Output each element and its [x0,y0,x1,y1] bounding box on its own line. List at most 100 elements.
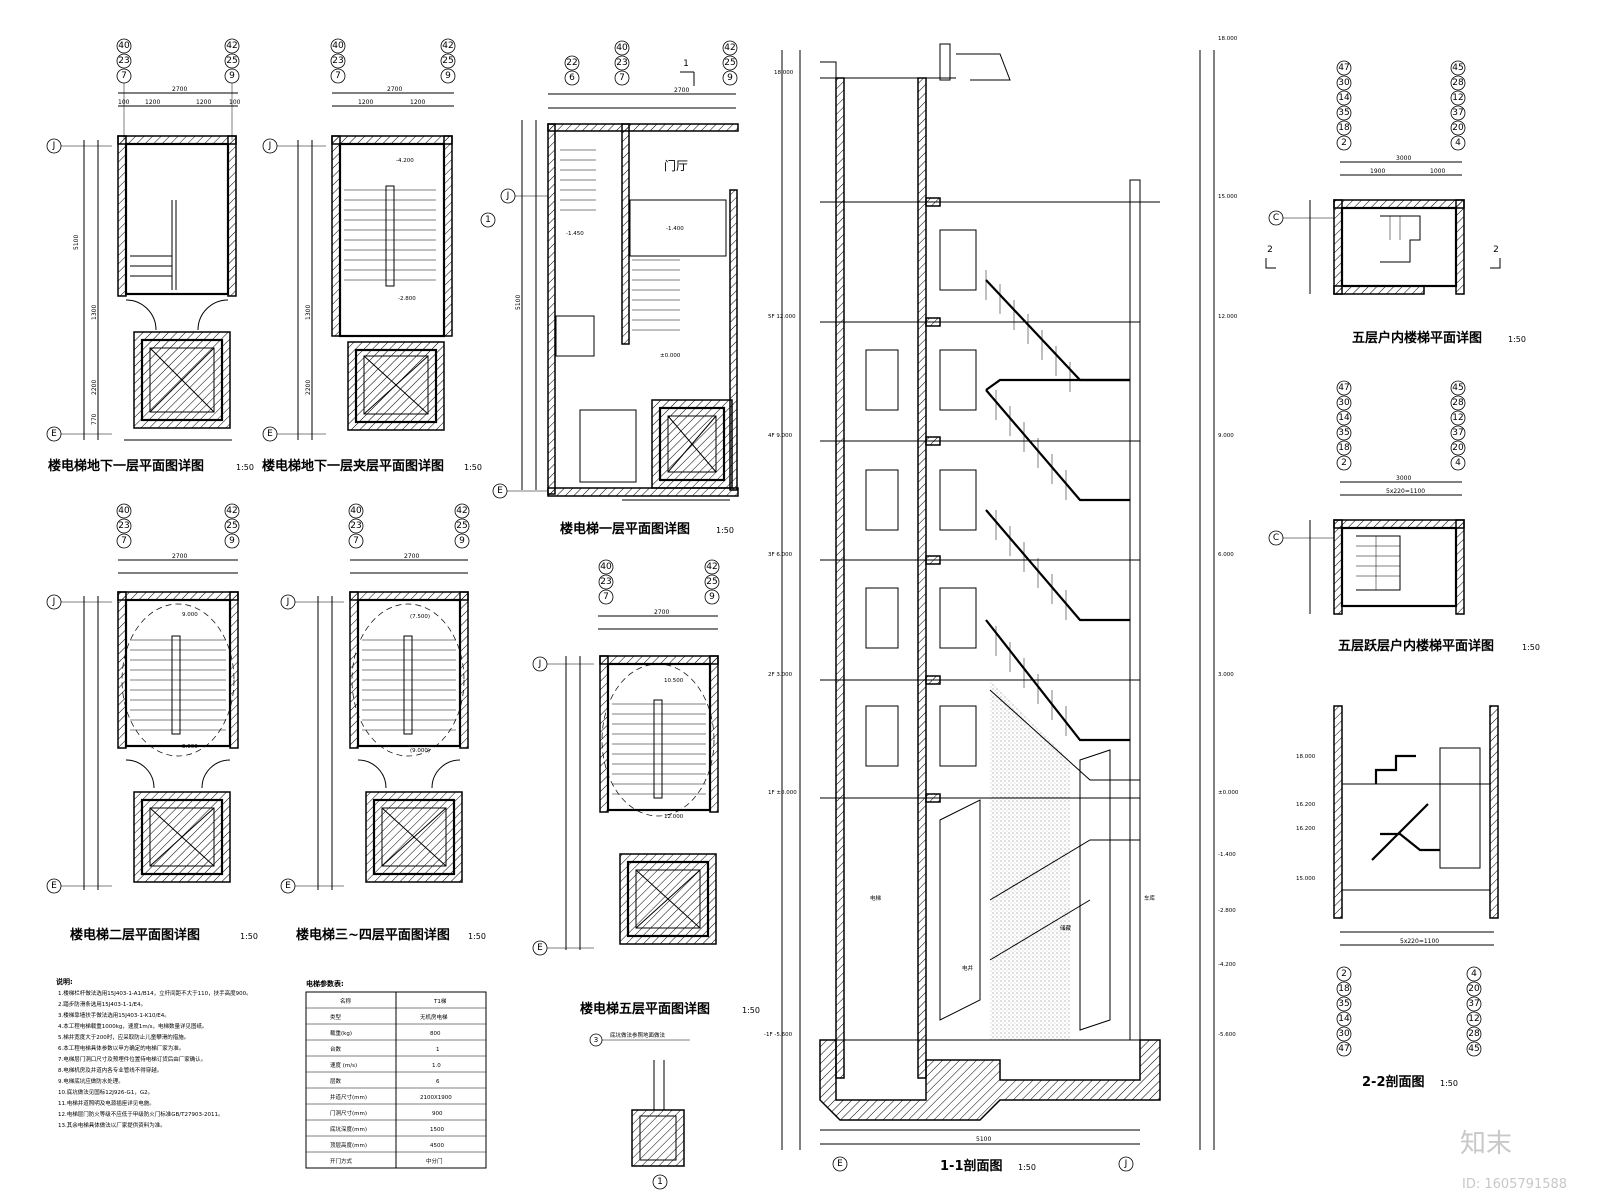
svg-text:47: 47 [1338,1044,1349,1054]
plan-3-4f: 40 23 7 42 25 9 2700 J E (7.500) (9.000) [280,503,486,943]
svg-text:E: E [51,881,57,891]
level-labels-right: 18.000 15.000 12.000 9.000 6.000 3.000 ±… [1218,36,1239,1038]
svg-text:储藏: 储藏 [1060,924,1072,932]
svg-text:18: 18 [1338,443,1350,453]
svg-text:12: 12 [1468,1014,1479,1024]
svg-text:说明:: 说明: [56,977,73,986]
svg-text:5100: 5100 [976,1136,991,1143]
svg-text:28: 28 [1452,78,1464,88]
svg-text:2700: 2700 [172,86,187,93]
svg-text:1.楼梯栏杆做法选用15J403-1-A1/B14，立杆间距: 1.楼梯栏杆做法选用15J403-1-A1/B14，立杆间距不大于110，扶手高… [58,989,252,997]
svg-text:14: 14 [1338,1014,1350,1024]
svg-text:23: 23 [118,56,129,66]
svg-text:9: 9 [727,73,733,83]
svg-text:电梯: 电梯 [870,894,882,902]
svg-text:6.000: 6.000 [1218,552,1234,558]
svg-text:1:50: 1:50 [464,463,482,472]
svg-text:J: J [268,141,272,151]
svg-text:12.000: 12.000 [664,814,684,820]
svg-text:18: 18 [1338,984,1350,994]
svg-text:E: E [837,1159,843,1169]
svg-text:-1.450: -1.450 [566,231,584,237]
svg-text:1:50: 1:50 [1018,1163,1036,1172]
svg-text:800: 800 [430,1031,441,1037]
svg-text:车库: 车库 [1144,894,1156,902]
svg-text:18.000: 18.000 [1218,36,1238,42]
svg-text:9: 9 [229,536,235,546]
watermark-logo: 知末 [1460,1129,1512,1159]
svg-text:45: 45 [1468,1044,1479,1054]
svg-text:6.本工程电梯具体参数以甲方确定的电梯厂家为准。: 6.本工程电梯具体参数以甲方确定的电梯厂家为准。 [58,1044,184,1052]
svg-text:9: 9 [459,536,465,546]
elevator-doors [865,229,977,767]
svg-text:-1F -5.600: -1F -5.600 [764,1032,793,1038]
plan-5f: 40 23 7 42 25 9 2700 J E 10.500 12.000 楼… [532,559,760,1017]
svg-text:20: 20 [1468,984,1480,994]
svg-text:45: 45 [1452,63,1463,73]
svg-text:速度 (m/s): 速度 (m/s) [330,1061,357,1069]
stair-1f-upper [560,149,596,211]
svg-text:2700: 2700 [654,609,669,616]
svg-text:40: 40 [350,506,362,516]
svg-text:7: 7 [353,536,359,546]
stair-treads-34f [362,639,456,731]
svg-text:8.电梯机房及井道内各专业管线不得穿越。: 8.电梯机房及井道内各专业管线不得穿越。 [58,1066,162,1074]
svg-text:-1.400: -1.400 [1218,852,1236,858]
svg-text:1000: 1000 [1430,168,1445,175]
svg-text:6: 6 [569,73,575,83]
svg-text:门洞尺寸(mm): 门洞尺寸(mm) [330,1109,367,1117]
svg-text:1900: 1900 [1370,168,1385,175]
title-stair5j: 五层跃层户内楼梯平面详图 [1338,638,1494,654]
svg-text:2: 2 [1341,138,1347,148]
svg-text:1F ±0.000: 1F ±0.000 [768,790,797,796]
svg-text:1:50: 1:50 [716,526,734,535]
plan-b1-mezzanine: 40 23 7 42 25 9 2700 1200 1200 J E 1300 … [262,38,482,474]
svg-text:9.000: 9.000 [1218,433,1234,439]
title-stair5: 五层户内楼梯平面详图 [1352,330,1482,346]
svg-text:1.0: 1.0 [432,1063,441,1069]
svg-text:30: 30 [1338,398,1350,408]
svg-text:23: 23 [616,58,627,68]
svg-text:25: 25 [226,56,237,66]
svg-text:5100: 5100 [73,235,80,250]
svg-text:顶层高度(mm): 顶层高度(mm) [330,1141,367,1149]
svg-text:4: 4 [1455,458,1461,468]
svg-text:1: 1 [657,1177,663,1187]
svg-text:1:50: 1:50 [1522,643,1540,652]
svg-text:23: 23 [118,521,129,531]
svg-text:1: 1 [485,215,491,225]
title-b1: 楼电梯地下一层平面图详图 [48,458,204,474]
svg-text:2200: 2200 [305,380,312,395]
svg-text:20: 20 [1452,443,1464,453]
svg-text:1: 1 [683,59,689,69]
svg-text:1:50: 1:50 [236,463,254,472]
svg-text:2: 2 [1267,245,1273,255]
svg-text:10.底坑做法见国标12J926-G1，G2。: 10.底坑做法见国标12J926-G1，G2。 [58,1088,153,1096]
svg-text:6: 6 [436,1079,440,1085]
svg-text:25: 25 [456,521,467,531]
room-lobby: 门厅 [664,158,688,173]
svg-text:18.000: 18.000 [1296,754,1316,760]
svg-text:25: 25 [724,58,735,68]
svg-text:15.000: 15.000 [1296,876,1316,882]
level-labels-left: 18.000 5F 12.000 4F 9.000 3F 6.000 2F 3.… [764,70,797,1038]
svg-text:5.梯井宽度大于200时，应采取防止儿童攀滑的措施。: 5.梯井宽度大于200时，应采取防止儿童攀滑的措施。 [58,1033,189,1041]
svg-text:14: 14 [1338,413,1350,423]
svg-text:4.本工程电梯载重1000kg，速度1m/s，电梯数量详见图: 4.本工程电梯载重1000kg，速度1m/s，电梯数量详见图纸。 [58,1022,208,1030]
svg-text:5x220=1100: 5x220=1100 [1386,488,1425,495]
title-f2: 楼电梯二层平面图详图 [70,927,200,943]
section-1-1: 18.000 5F 12.000 4F 9.000 3F 6.000 2F 3.… [764,36,1239,1174]
title-f1: 楼电梯一层平面图详图 [560,521,690,537]
svg-text:40: 40 [332,41,344,51]
svg-text:-5.600: -5.600 [1218,1032,1236,1038]
svg-text:(9.000): (9.000) [410,748,430,754]
plan-b1: 40 23 7 42 25 9 2700 1200 1200 100 100 J… [46,38,254,474]
svg-text:4: 4 [1471,969,1477,979]
svg-text:23: 23 [350,521,361,531]
svg-text:40: 40 [118,506,130,516]
svg-text:E: E [537,943,543,953]
title-s22: 2-2剖面图 [1362,1074,1425,1090]
svg-text:J: J [506,191,510,201]
